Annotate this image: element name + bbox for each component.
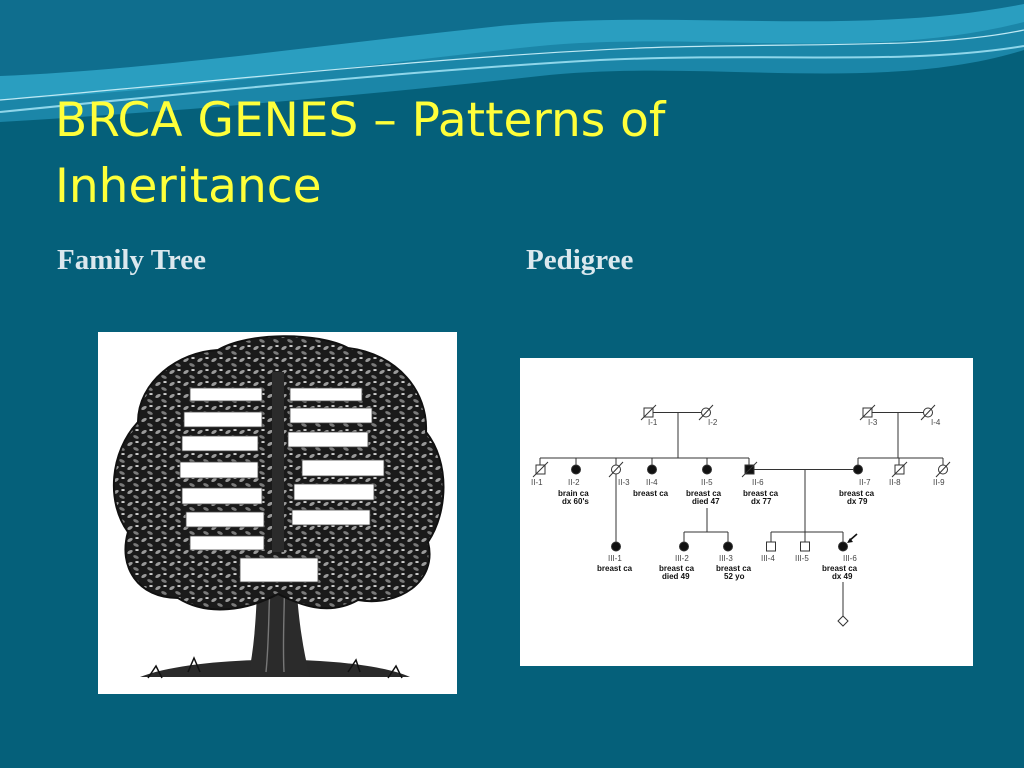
header-wave-decoration [0, 0, 1024, 122]
pedigree-individual-III-1 [611, 541, 621, 552]
pedigree-individual-III-6 [838, 541, 848, 552]
label-II-5: II-5 [701, 478, 713, 487]
label-II-3: II-3 [618, 478, 630, 487]
label-I-1: I-1 [648, 418, 658, 427]
pedigree-individual-II-2 [571, 464, 581, 475]
label-II-8: II-8 [889, 478, 901, 487]
pedigree-heading: Pedigree [526, 244, 634, 276]
slide-title-line-2: Inheritance [55, 159, 322, 214]
pedigree-individual-II-7 [853, 464, 863, 475]
dx-II-6-line1: breast ca [743, 489, 779, 498]
dx-III-3-line2: 52 yo [724, 572, 745, 581]
pedigree-individual-I-2 [698, 404, 714, 421]
proband-arrow-icon [847, 533, 858, 543]
dx-III-3-line1: breast ca [716, 564, 752, 573]
dx-II-5-line1: breast ca [686, 489, 722, 498]
label-II-7: II-7 [859, 478, 871, 487]
family-tree-heading: Family Tree [57, 244, 206, 276]
pedigree-individual-II-1 [532, 461, 549, 478]
dx-III-2-line2: died 49 [662, 572, 690, 581]
dx-III-2-line1: breast ca [659, 564, 695, 573]
label-III-5: III-5 [795, 554, 809, 563]
pedigree-individual-III-4 [766, 541, 776, 552]
pedigree-individual-II-8 [891, 461, 908, 478]
label-II-4: II-4 [646, 478, 658, 487]
label-III-6: III-6 [843, 554, 857, 563]
dx-III-6-line2: dx 49 [832, 572, 853, 581]
slide-title-line-1: BRCA GENES – Patterns of [55, 93, 666, 148]
pedigree-chart: I-1 I-2 I-3 I-4 [531, 404, 951, 627]
pedigree-individual-II-5 [702, 464, 712, 475]
dx-III-6-line1: breast ca [822, 564, 858, 573]
dx-II-4-line1: breast ca [633, 489, 669, 498]
pedigree-individual-IV-diamond [837, 615, 849, 627]
dx-II-2-line1: brain ca [558, 489, 589, 498]
label-III-4: III-4 [761, 554, 775, 563]
label-II-6: II-6 [752, 478, 764, 487]
label-I-2: I-2 [708, 418, 718, 427]
dx-II-7-line1: breast ca [839, 489, 875, 498]
pedigree-individual-III-3 [723, 541, 733, 552]
dx-III-1-line1: breast ca [597, 564, 633, 573]
label-III-2: III-2 [675, 554, 689, 563]
label-II-1: II-1 [531, 478, 543, 487]
pedigree-individual-II-9 [935, 461, 951, 478]
family-tree-image [98, 332, 457, 694]
pedigree-individual-II-4 [647, 464, 657, 475]
label-II-9: II-9 [933, 478, 945, 487]
dx-II-6-line2: dx 77 [751, 497, 772, 506]
pedigree-individual-III-5 [800, 541, 810, 552]
dx-II-2-line2: dx 60's [562, 497, 589, 506]
label-III-3: III-3 [719, 554, 733, 563]
pedigree-chart-image: I-1 I-2 I-3 I-4 [520, 358, 973, 666]
dx-II-5-line2: died 47 [692, 497, 720, 506]
slide-title: BRCA GENES – Patterns of Inheritance [55, 88, 855, 220]
label-II-2: II-2 [568, 478, 580, 487]
pedigree-individual-I-4 [920, 404, 936, 421]
label-III-1: III-1 [608, 554, 622, 563]
pedigree-individual-III-2 [679, 541, 689, 552]
dx-II-7-line2: dx 79 [847, 497, 868, 506]
family-tree-illustration [112, 335, 445, 679]
label-I-4: I-4 [931, 418, 941, 427]
label-I-3: I-3 [868, 418, 878, 427]
